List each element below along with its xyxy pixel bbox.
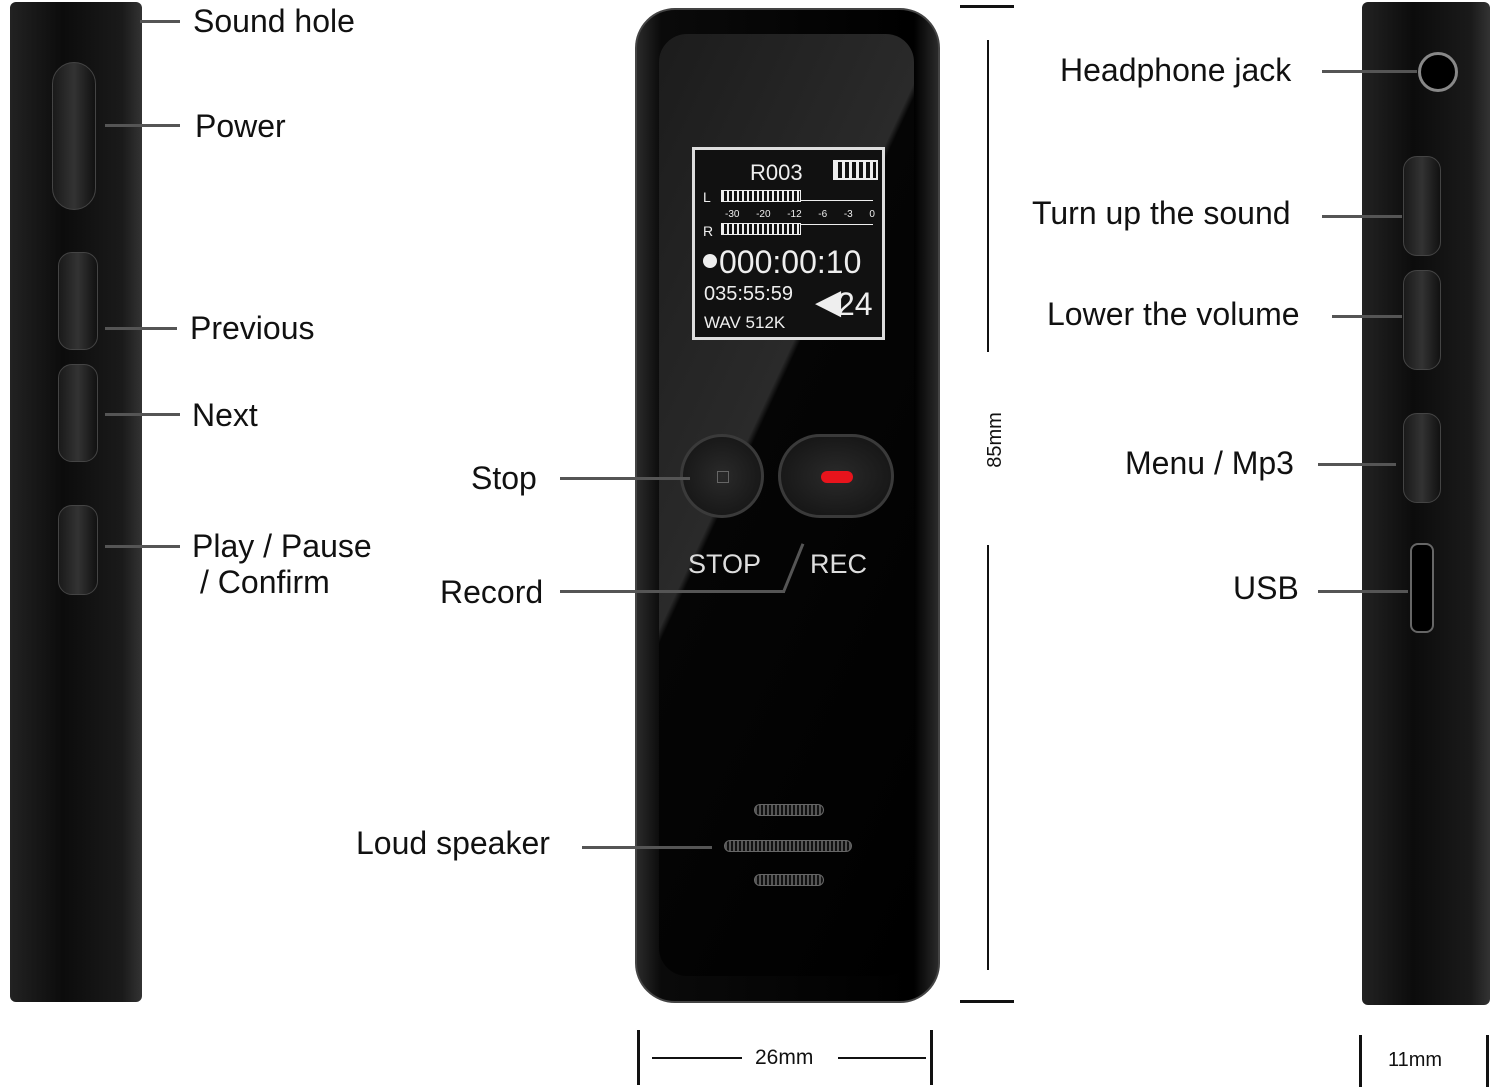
label-sound-hole: Sound hole: [193, 3, 355, 39]
label-loud-speaker: Loud speaker: [356, 825, 550, 861]
menu-button[interactable]: [1403, 413, 1441, 503]
stop-icon: [717, 471, 729, 483]
play-pause-button[interactable]: [58, 505, 98, 595]
dimension-line: [838, 1057, 926, 1059]
leader-line: [560, 477, 690, 480]
right-side-view: [1362, 2, 1490, 1005]
record-dot-icon: [703, 254, 717, 268]
leader-line: [1332, 315, 1402, 318]
volume-level: 24: [837, 286, 873, 322]
dimension-line: [987, 545, 989, 970]
remaining-time: 035:55:59: [704, 283, 793, 305]
rec-button[interactable]: [778, 434, 894, 518]
label-headphone-jack: Headphone jack: [1060, 52, 1292, 88]
scale-tick: -3: [843, 209, 853, 220]
leader-line: [105, 545, 180, 548]
next-button[interactable]: [58, 364, 98, 462]
speaker-grille: [724, 840, 852, 852]
scale-tick: -12: [787, 209, 802, 220]
dimension-line: [960, 1000, 1014, 1003]
leader-line: [1318, 463, 1396, 466]
dimension-line: [987, 40, 989, 352]
label-stop: Stop: [471, 460, 537, 496]
leader-line: [582, 846, 712, 849]
left-channel-label: L: [703, 189, 711, 205]
stop-button-text: STOP: [688, 549, 762, 579]
recording-format: WAV 512K: [704, 313, 786, 332]
volume-down-button[interactable]: [1403, 270, 1441, 370]
speaker-icon: ◀: [815, 283, 842, 321]
label-menu: Menu / Mp3: [1125, 445, 1294, 481]
scale-tick: -20: [756, 209, 771, 220]
battery-icon: [833, 160, 878, 180]
height-dimension: 85mm: [983, 412, 1006, 468]
rec-button-text: REC: [810, 549, 868, 579]
dimension-line: [960, 5, 1014, 8]
leader-line: [1322, 215, 1402, 218]
dimension-line: [930, 1030, 933, 1085]
volume-up-button[interactable]: [1403, 156, 1441, 256]
label-play-pause: Play / Pause: [192, 528, 372, 564]
elapsed-time: 000:00:10: [719, 244, 862, 280]
previous-button[interactable]: [58, 252, 98, 350]
dimension-line: [1486, 1035, 1489, 1087]
scale-tick: -30: [725, 209, 740, 220]
dimension-line: [652, 1057, 742, 1059]
leader-line: [105, 124, 180, 127]
dimension-line: [637, 1030, 640, 1085]
width-dimension: 26mm: [755, 1046, 814, 1069]
leader-line: [105, 413, 180, 416]
speaker-grille: [754, 874, 824, 886]
leader-line: [560, 590, 785, 593]
power-switch[interactable]: [52, 62, 96, 210]
leader-line: [1322, 70, 1417, 73]
leader-line: [105, 327, 177, 330]
scale-tick: -6: [818, 209, 828, 220]
headphone-jack: [1418, 52, 1458, 92]
label-volume-down: Lower the volume: [1047, 296, 1300, 332]
usb-port: [1410, 543, 1434, 633]
label-power: Power: [195, 108, 286, 144]
label-next: Next: [192, 397, 258, 433]
right-level-meter: [721, 223, 801, 235]
meter-scale-line: [801, 200, 873, 201]
dimension-line: [1359, 1035, 1362, 1087]
left-level-meter: [721, 190, 801, 202]
file-name: R003: [750, 160, 803, 185]
meter-scale-line: [801, 224, 873, 225]
right-channel-label: R: [703, 223, 714, 239]
label-volume-up: Turn up the sound: [1032, 195, 1291, 231]
depth-dimension: 11mm: [1388, 1049, 1443, 1071]
leader-line: [140, 20, 180, 23]
speaker-grille: [754, 804, 824, 816]
label-usb: USB: [1233, 570, 1299, 606]
stop-button[interactable]: [680, 434, 764, 518]
label-confirm: / Confirm: [200, 564, 330, 600]
scale-tick: 0: [869, 209, 875, 220]
rec-icon: [821, 471, 853, 483]
label-record: Record: [440, 574, 544, 610]
leader-line: [1318, 590, 1408, 593]
label-previous: Previous: [190, 310, 315, 346]
